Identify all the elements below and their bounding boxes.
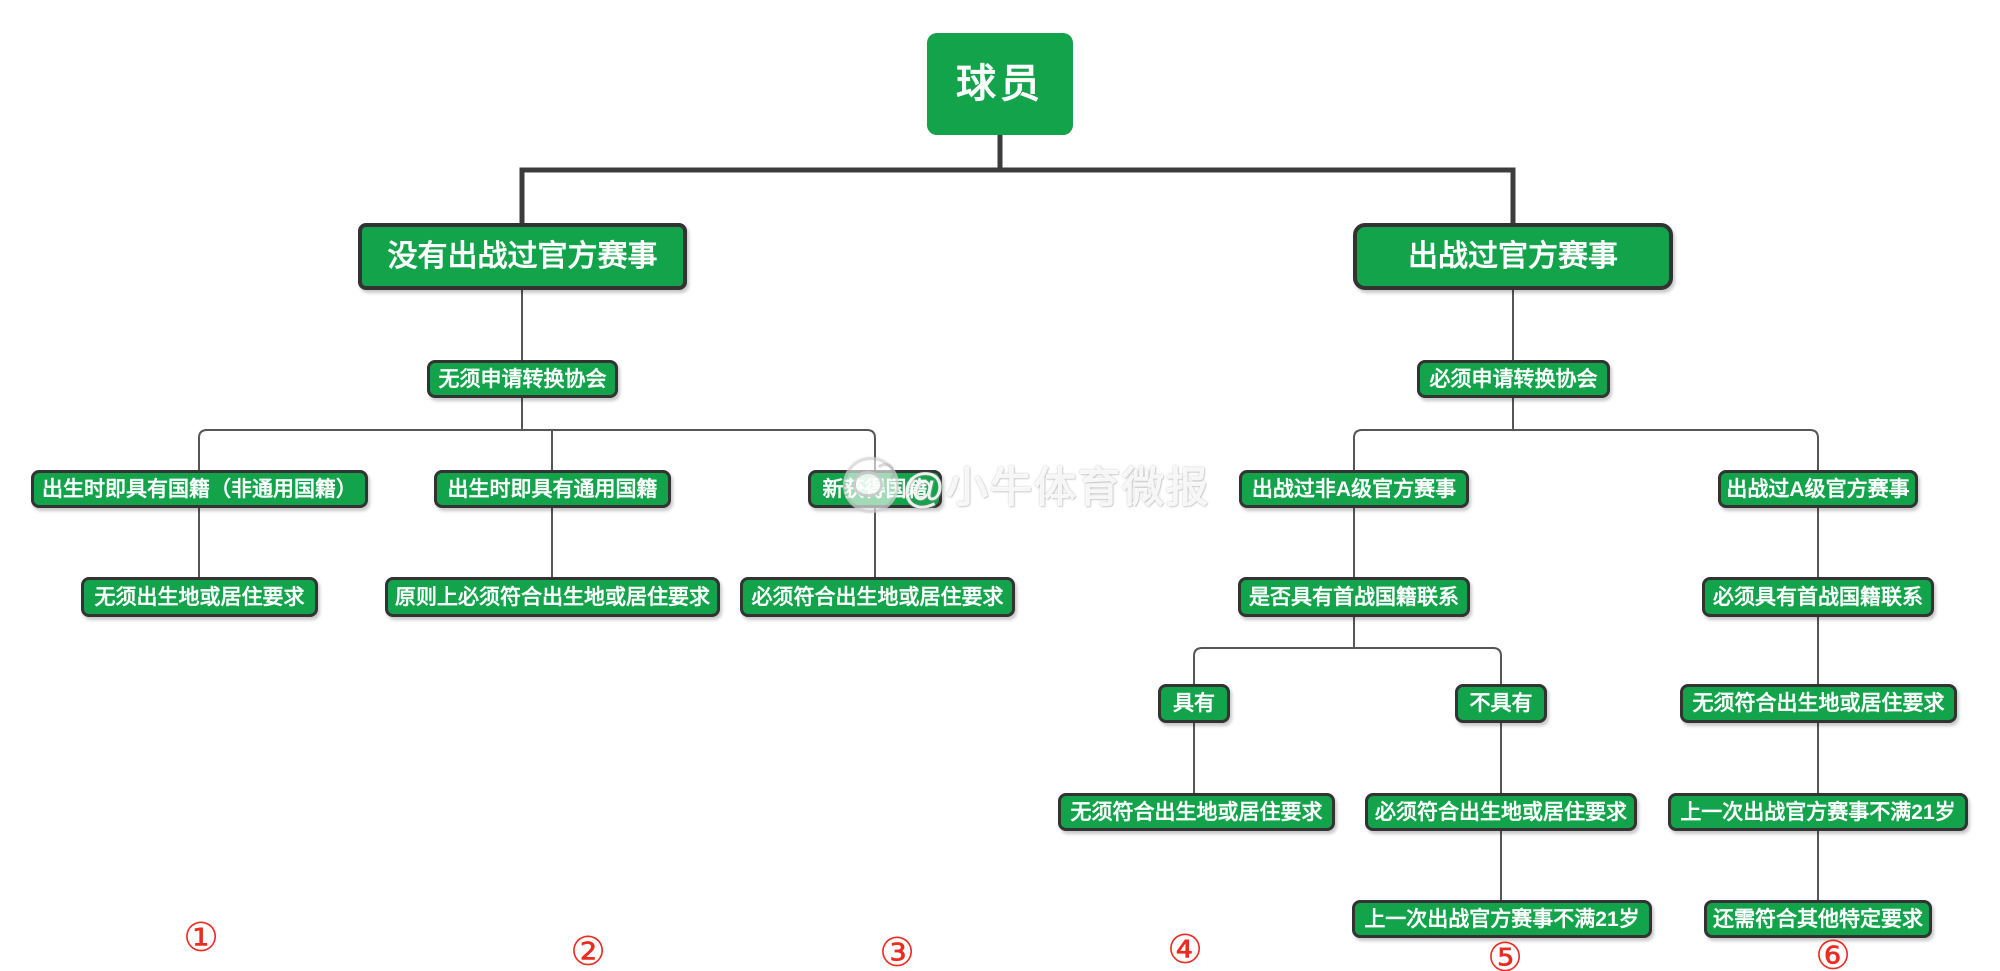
- footnote-2: ②: [570, 929, 606, 971]
- node-no-official-matches: 没有出战过官方赛事: [358, 223, 687, 290]
- node-nolink-must-birth-residence-req: 必须符合出生地或居住要求: [1365, 793, 1637, 831]
- node-non-a-level-matches: 出战过非A级官方赛事: [1239, 470, 1469, 508]
- node-has-no-link: 不具有: [1455, 684, 1547, 723]
- node-a-level-matches: 出战过A级官方赛事: [1718, 470, 1918, 508]
- footnote-3: ③: [879, 930, 915, 971]
- node-no-birth-residence-req: 无须出生地或居住要求: [81, 577, 318, 617]
- node-official-matches: 出战过官方赛事: [1353, 223, 1673, 290]
- node-must-birth-residence-req: 必须符合出生地或居住要求: [740, 577, 1015, 617]
- node-alevel-other-requirements: 还需符合其他特定要求: [1704, 900, 1932, 938]
- node-has-link: 具有: [1158, 684, 1230, 723]
- node-birth-generic-nationality: 出生时即具有通用国籍: [434, 470, 671, 508]
- node-new-nationality: 新获得国籍: [808, 470, 942, 508]
- node-first-match-link-question: 是否具有首战国籍联系: [1238, 577, 1470, 617]
- node-player: 球员: [927, 33, 1073, 135]
- node-principle-birth-residence-req: 原则上必须符合出生地或居住要求: [385, 577, 720, 617]
- node-alevel-no-birth-residence-req: 无须符合出生地或居住要求: [1680, 684, 1957, 723]
- node-must-first-match-link: 必须具有首战国籍联系: [1702, 577, 1934, 617]
- node-alevel-under-21: 上一次出战官方赛事不满21岁: [1668, 793, 1968, 831]
- footnote-5: ⑤: [1487, 935, 1523, 971]
- node-nolink-under-21: 上一次出战官方赛事不满21岁: [1352, 900, 1652, 938]
- footnote-4: ④: [1167, 927, 1203, 971]
- node-haslink-no-birth-residence-req: 无须符合出生地或居住要求: [1058, 793, 1335, 831]
- footnote-1: ①: [183, 915, 219, 960]
- node-must-switch: 必须申请转换协会: [1417, 360, 1610, 398]
- footnote-6: ⑥: [1815, 933, 1851, 971]
- node-birth-non-generic-nationality: 出生时即具有国籍（非通用国籍）: [31, 470, 368, 508]
- node-no-switch-needed: 无须申请转换协会: [427, 360, 618, 398]
